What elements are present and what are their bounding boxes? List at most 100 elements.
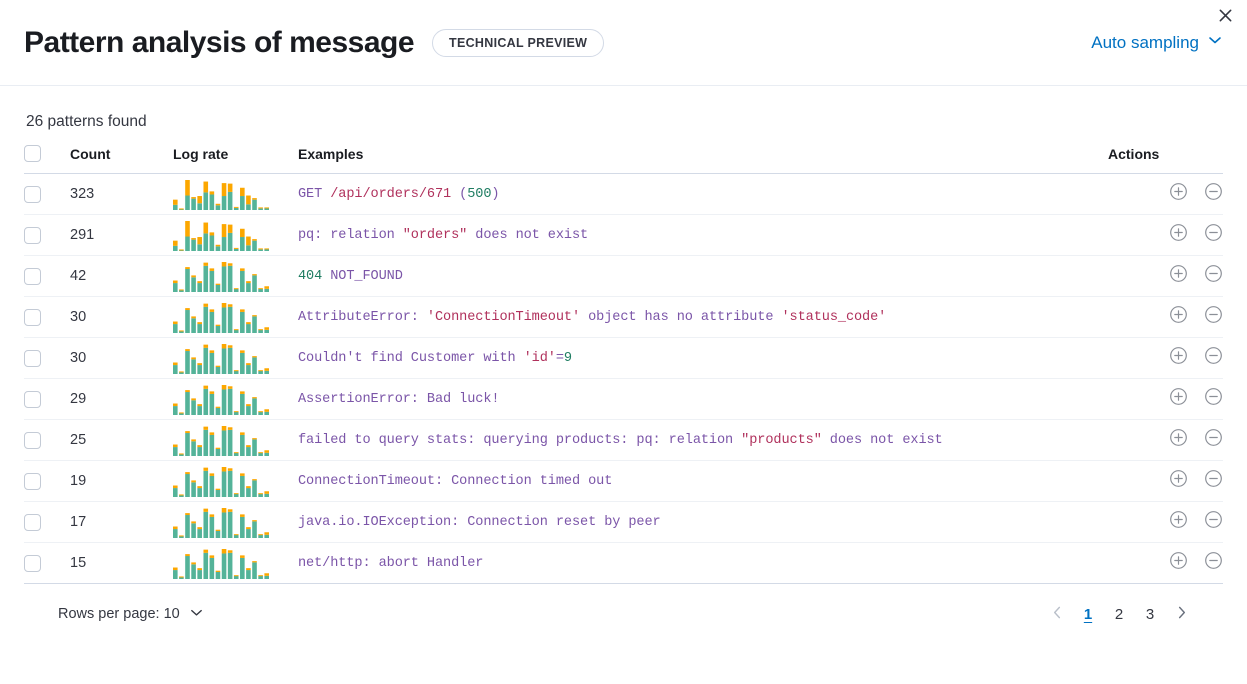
- filter-out-value-button[interactable]: [1203, 469, 1223, 491]
- row-actions: [1108, 501, 1223, 543]
- filter-out-value-button[interactable]: [1203, 182, 1223, 204]
- example-token: "products": [741, 432, 822, 448]
- row-checkbox[interactable]: [24, 554, 41, 572]
- table-row[interactable]: 15 net/http: abort Handler: [24, 542, 1223, 584]
- row-actions: [1108, 296, 1223, 338]
- example-token: "orders": [402, 227, 468, 243]
- example-token: NOT_FOUND: [322, 268, 403, 284]
- row-log-rate-sparkline: [173, 501, 298, 543]
- filter-for-value-button[interactable]: [1168, 469, 1188, 491]
- chevron-right-icon: [1174, 605, 1189, 624]
- row-example: AttributeError: 'ConnectionTimeout' obje…: [298, 296, 1108, 338]
- row-checkbox[interactable]: [24, 472, 41, 490]
- example-token: net/http: abort Handler: [298, 555, 484, 571]
- row-actions: [1108, 460, 1223, 502]
- plus-in-circle-icon: [1169, 469, 1188, 491]
- rows-per-page-label: Rows per page: 10: [58, 606, 180, 622]
- auto-sampling-label: Auto sampling: [1091, 32, 1199, 52]
- minus-in-circle-icon: [1204, 469, 1223, 491]
- column-header-actions: Actions: [1108, 145, 1223, 174]
- row-checkbox[interactable]: [24, 390, 41, 408]
- pagination-next-button[interactable]: [1169, 601, 1193, 627]
- plus-in-circle-icon: [1169, 551, 1188, 573]
- panel-body: 26 patterns found Count Log rate Example…: [0, 86, 1247, 627]
- filter-out-value-button[interactable]: [1203, 264, 1223, 285]
- select-all-checkbox[interactable]: [24, 145, 41, 162]
- filter-for-value-button[interactable]: [1168, 387, 1188, 409]
- example-token: pq: relation: [298, 227, 403, 243]
- filter-for-value-button[interactable]: [1168, 510, 1188, 531]
- row-select-cell: [24, 460, 70, 502]
- pagination-page-3[interactable]: 3: [1138, 601, 1162, 627]
- table-row[interactable]: 17 java.io.IOException: Connection reset …: [24, 501, 1223, 543]
- row-checkbox[interactable]: [24, 431, 41, 449]
- row-example: AssertionError: Bad luck!: [298, 378, 1108, 420]
- filter-for-value-button[interactable]: [1168, 428, 1188, 449]
- filter-for-value-button[interactable]: [1168, 346, 1188, 367]
- filter-for-value-button[interactable]: [1168, 305, 1188, 326]
- row-checkbox[interactable]: [24, 226, 41, 244]
- filter-out-value-button[interactable]: [1203, 510, 1223, 532]
- row-count: 15: [70, 542, 173, 584]
- row-log-rate-sparkline: [173, 378, 298, 420]
- example-token: 9: [563, 350, 572, 366]
- minus-in-circle-icon: [1204, 182, 1223, 204]
- row-checkbox[interactable]: [24, 185, 41, 203]
- row-count: 30: [70, 296, 173, 338]
- row-checkbox[interactable]: [24, 267, 41, 285]
- minus-in-circle-icon: [1204, 305, 1223, 327]
- row-checkbox[interactable]: [24, 349, 41, 367]
- pagination-page-1[interactable]: 1: [1076, 601, 1100, 627]
- select-all-header: [24, 145, 70, 174]
- row-select-cell: [24, 255, 70, 297]
- row-count: 17: [70, 501, 173, 543]
- column-header-examples[interactable]: Examples: [298, 145, 1108, 174]
- panel-header: Pattern analysis of message TECHNICAL PR…: [0, 0, 1247, 86]
- example-token: 'status_code': [781, 309, 887, 325]
- row-example: java.io.IOException: Connection reset by…: [298, 501, 1108, 543]
- column-header-count[interactable]: Count: [70, 145, 173, 174]
- example-token: 500: [467, 186, 492, 202]
- row-actions: [1108, 542, 1223, 584]
- plus-in-circle-icon: [1169, 387, 1188, 409]
- row-select-cell: [24, 337, 70, 379]
- filter-out-value-button[interactable]: [1203, 305, 1223, 327]
- row-checkbox[interactable]: [24, 308, 41, 326]
- minus-in-circle-icon: [1204, 551, 1223, 573]
- pagination-page-2[interactable]: 2: [1107, 601, 1131, 627]
- filter-for-value-button[interactable]: [1168, 551, 1188, 573]
- pagination-prev-button[interactable]: [1045, 601, 1069, 627]
- row-actions: [1108, 419, 1223, 461]
- row-checkbox[interactable]: [24, 513, 41, 531]
- close-button[interactable]: [1211, 3, 1239, 31]
- rows-per-page-selector[interactable]: Rows per page: 10: [58, 605, 204, 624]
- filter-out-value-button[interactable]: [1203, 428, 1223, 449]
- column-header-log-rate[interactable]: Log rate: [173, 145, 298, 174]
- minus-in-circle-icon: [1204, 387, 1223, 409]
- filter-out-value-button[interactable]: [1203, 387, 1223, 409]
- minus-in-circle-icon: [1204, 510, 1223, 532]
- row-actions: [1108, 173, 1223, 215]
- title-group: Pattern analysis of message TECHNICAL PR…: [24, 25, 605, 60]
- example-token: failed to query stats: querying products…: [298, 432, 742, 448]
- auto-sampling-button[interactable]: Auto sampling: [1091, 32, 1223, 53]
- filter-out-value-button[interactable]: [1203, 223, 1223, 244]
- filter-for-value-button[interactable]: [1168, 264, 1188, 285]
- table-row[interactable]: 30 AttributeError: 'ConnectionTimeout' ob…: [24, 296, 1223, 338]
- filter-for-value-button[interactable]: [1168, 182, 1188, 204]
- page-title: Pattern analysis of message: [24, 25, 415, 59]
- filter-out-value-button[interactable]: [1203, 346, 1223, 367]
- plus-in-circle-icon: [1169, 182, 1188, 204]
- filter-for-value-button[interactable]: [1168, 223, 1188, 244]
- filter-out-value-button[interactable]: [1203, 551, 1223, 573]
